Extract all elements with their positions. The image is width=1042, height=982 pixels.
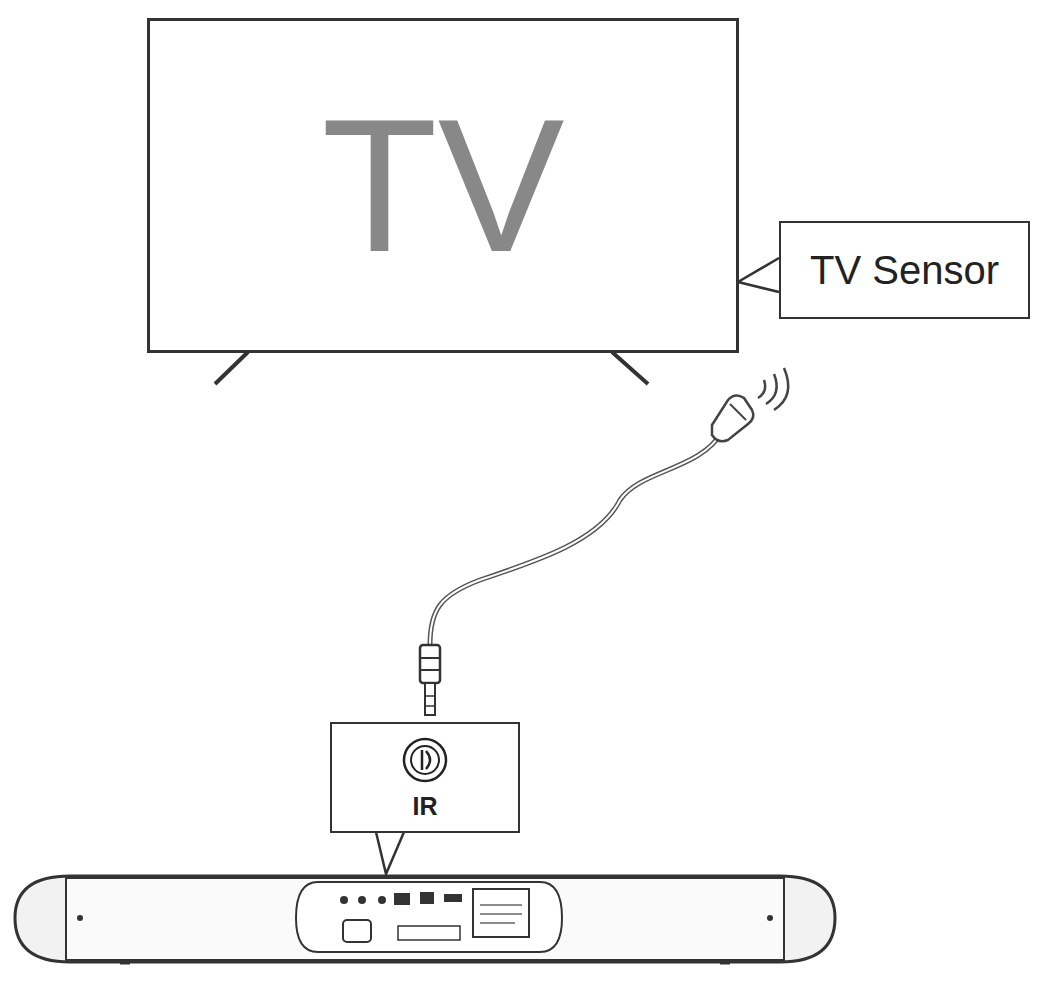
callout-label: IR <box>413 793 438 819</box>
jack-tip <box>425 695 435 697</box>
screw <box>77 915 83 921</box>
ir-wave <box>758 380 765 398</box>
label-plate <box>480 904 522 906</box>
ir-port <box>378 896 386 904</box>
callout-box: TV Sensor <box>779 221 1030 319</box>
jack-plug <box>420 657 440 659</box>
label-plate <box>480 913 522 915</box>
soundbar-body <box>66 878 784 960</box>
ir-cable <box>430 432 722 645</box>
tv-label: TV <box>322 86 565 286</box>
jack-tip <box>425 705 435 707</box>
tv-screen: TV <box>147 18 739 353</box>
tv-stand <box>215 352 248 384</box>
port <box>398 926 460 940</box>
port <box>358 896 366 904</box>
ir-emitter <box>730 404 746 420</box>
connector-panel <box>296 882 562 952</box>
callout-pointer <box>738 258 779 292</box>
ir-symbol <box>400 735 450 785</box>
power-socket <box>343 920 371 942</box>
jack-plug <box>420 645 440 683</box>
port <box>420 892 434 904</box>
screw <box>767 915 773 921</box>
label-plate <box>480 922 515 924</box>
port <box>394 893 410 905</box>
tv-stand <box>612 352 648 384</box>
ir-wave <box>766 374 777 404</box>
foot <box>720 962 730 965</box>
foot <box>120 962 130 965</box>
port <box>340 896 348 904</box>
label-plate <box>473 889 529 937</box>
ir-cable <box>430 432 722 645</box>
ir-emitter <box>712 395 753 441</box>
jack-plug <box>420 669 440 671</box>
callout-label: TV Sensor <box>810 249 999 291</box>
jack-tip <box>425 683 435 715</box>
callout-pointer <box>376 832 404 874</box>
soundbar <box>15 876 835 962</box>
callout-box: IR <box>330 722 520 833</box>
ir-wave <box>774 368 788 410</box>
port <box>444 894 462 902</box>
